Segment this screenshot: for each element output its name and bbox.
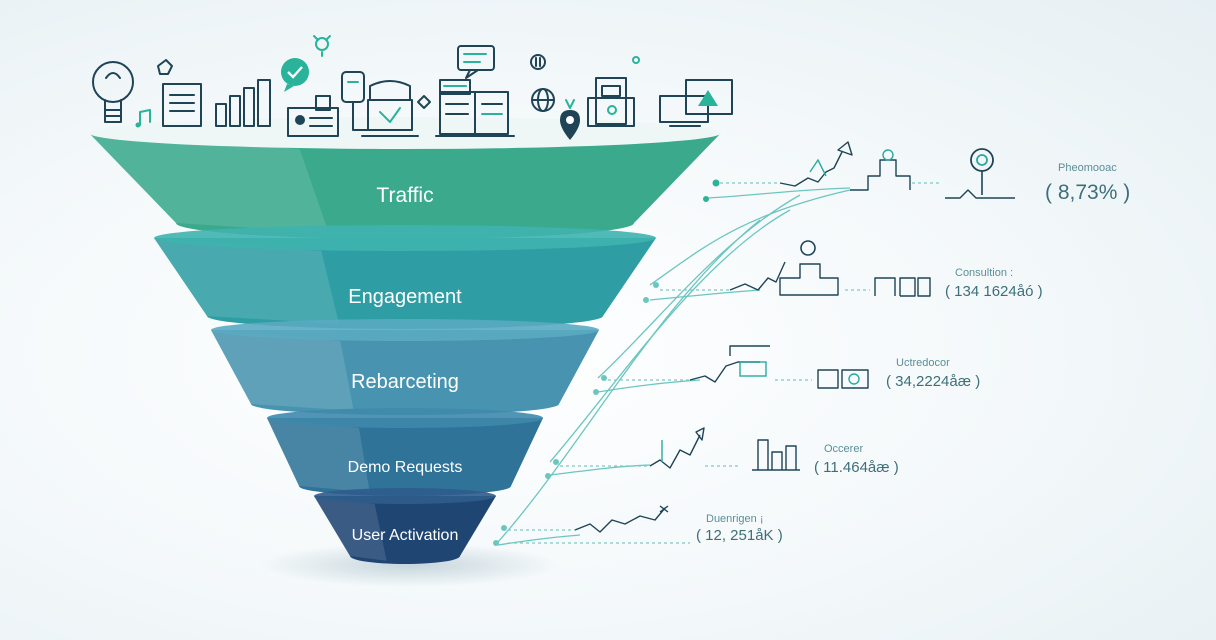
monitor-icon [659,79,733,127]
metric-value: ( 134 1624åó ) [945,283,1043,300]
metric-title: Uctredocor [896,357,950,369]
chat-icon [457,45,495,79]
funnel-stage-label: Engagement [348,286,462,308]
funnel-stage-highlight [314,496,387,561]
metric-labels: Pheomooac ( 8,73% ) Consultion : ( 134 1… [696,162,1130,544]
chat-check-icon [281,58,309,92]
funnel-stage-rim [154,225,656,251]
metric-title: Occerer [824,443,863,455]
funnel-stage-rebarceting: Rebarceting [211,319,599,415]
funnel-stage-body [267,418,543,496]
laptop-icon [361,80,419,137]
lightbulb-icon [92,61,134,123]
funnel-stage-label: Demo Requests [348,459,463,476]
funnel-stage-body [89,133,721,239]
funnel-stage-body [154,238,656,329]
profile-card-icon [287,95,339,137]
funnel-stage-user-activation: User Activation [314,488,496,564]
funnel-stage-label: Rebarceting [351,371,459,393]
funnel-stage-engagement: Engagement [154,225,656,329]
metric-title: Pheomooac [1058,162,1117,174]
sparkle-icon [157,59,173,75]
newspaper-icon [439,79,471,95]
funnel-stage-body [211,330,599,415]
diamond-icon [417,95,431,109]
gear-sketch-icon [313,35,331,57]
funnel-stage-label: User Activation [352,527,459,544]
funnel-shadow [260,543,560,587]
funnel-stage-body [314,496,496,564]
funnel-stage-rim [211,319,599,341]
metric-value: ( 34,2224åæ ) [886,373,980,390]
funnel-stage-highlight [267,418,370,492]
metric-connectors [493,141,1015,546]
funnel-stage-rim [314,488,496,504]
funnel-stage-highlight [154,238,339,324]
funnel-top-icons [92,35,733,140]
metric-value: ( 8,73% ) [1045,181,1130,204]
bar-chart-icon [215,79,271,127]
funnel-stage-highlight [89,133,329,233]
funnel-stage-label: Traffic [376,184,433,207]
location-pin-icon [560,99,580,140]
metric-value: ( 12, 251åK ) [696,527,783,544]
open-book-icon [435,91,515,137]
music-note-icon [135,109,151,128]
calculator-icon [587,56,640,127]
globe-icon [530,54,555,112]
metric-title: Consultion : [955,267,1013,279]
document-icon [162,83,202,127]
funnel-stage-rim [267,408,543,428]
metric-value: ( 11.464åæ ) [814,459,899,476]
funnel-stage-demo-requests: Demo Requests [267,408,543,496]
mobile-hand-icon [341,71,369,131]
funnel-stage-highlight [211,330,354,411]
metric-title: Duenrigen ¡ [706,513,763,525]
